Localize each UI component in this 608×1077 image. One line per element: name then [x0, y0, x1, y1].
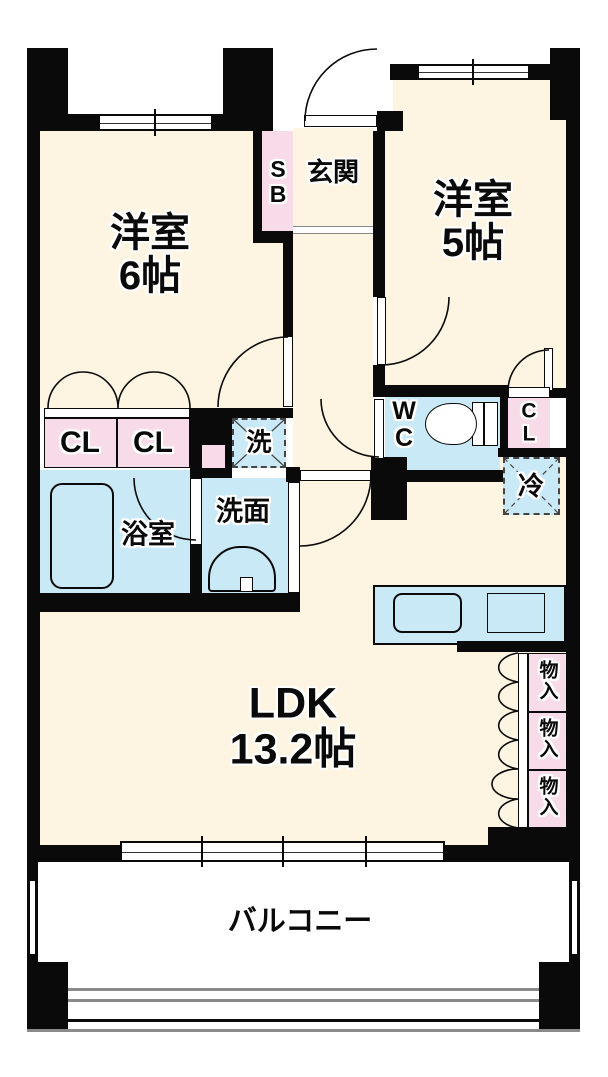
wall [373, 385, 508, 397]
balcony-label: バルコニー [227, 905, 373, 938]
closet-row-track [44, 408, 190, 418]
bathtub [50, 483, 114, 589]
storage-divider-1 [528, 711, 570, 713]
wall [27, 593, 300, 612]
wall-left-outer [27, 118, 40, 862]
bathroom-door-opening [190, 478, 202, 545]
wall [500, 385, 508, 448]
wall [373, 470, 510, 482]
room-label-entrance: 玄関 [306, 156, 360, 187]
wall [530, 64, 550, 80]
storage-label-2: 物 入 [539, 718, 559, 760]
wall [27, 114, 98, 131]
window-tick [154, 109, 156, 136]
closet-row-divider [116, 418, 118, 468]
western6-door-slab [283, 336, 293, 407]
entrance-door-arc [304, 48, 378, 122]
washroom-door [288, 482, 300, 593]
wall [190, 545, 202, 593]
wall-right-outer [566, 80, 580, 862]
wall [190, 445, 202, 478]
wall [550, 388, 566, 398]
balcony-rail-line [68, 988, 539, 991]
room-western6-floor-ext [253, 243, 283, 408]
wall [373, 131, 385, 297]
wall [190, 418, 232, 445]
balcony-pillar-right [539, 962, 580, 1032]
wall [445, 845, 488, 862]
closet5jo-label: C L [521, 399, 537, 445]
wall [225, 445, 232, 478]
balcony-bottom-edge [27, 1029, 580, 1032]
wall [190, 408, 293, 418]
shoe-box-label: S B [269, 156, 287, 207]
closet5jo-door-slab [544, 348, 553, 391]
western5-door-slab [377, 297, 386, 365]
entrance-step [293, 226, 373, 234]
kitchen-stove [487, 593, 545, 633]
toilet-tank-line [483, 402, 485, 446]
wall [377, 111, 403, 131]
room-western5-floor [393, 80, 566, 135]
room-label-bathroom: 浴室 [121, 519, 175, 550]
wall [498, 448, 580, 457]
wall [27, 845, 120, 862]
washbasin-tap [240, 577, 253, 592]
balcony-window-slot-left [29, 880, 36, 955]
room-label-ldk: LDK 13.2帖 [229, 679, 357, 774]
window-tick [472, 59, 474, 85]
wall [202, 468, 232, 478]
window-tick [201, 836, 203, 867]
wall [253, 131, 262, 243]
closet5jo-opening [508, 387, 550, 398]
storage-divider-2 [528, 769, 570, 771]
kitchen-sink [393, 593, 462, 633]
room-label-washroom: 洗面 [216, 496, 270, 527]
shoe-box [262, 131, 293, 232]
washer-label: 洗 [246, 428, 272, 457]
closet-label-b: CL [133, 425, 173, 459]
window-tick [282, 836, 284, 867]
storage-column [528, 653, 570, 828]
closet-label-a: CL [60, 425, 100, 459]
window-tick [365, 836, 367, 867]
storage-door-track [518, 653, 528, 828]
toilet-bowl [425, 403, 477, 445]
balcony-window-slot-right [571, 880, 578, 955]
ldk-door-slab [300, 470, 371, 481]
wall [283, 243, 293, 336]
wall [457, 641, 566, 652]
room-label-western5: 洋室 5帖 [433, 177, 513, 265]
room-label-western6: 洋室 6帖 [110, 210, 190, 298]
wall [390, 64, 417, 80]
balcony-rail-line-dark [68, 1019, 539, 1022]
wall [262, 232, 293, 243]
closet-5jo [508, 398, 550, 448]
balcony-pillar-left [27, 962, 68, 1032]
storage-label-3: 物 入 [539, 776, 559, 818]
fridge-label: 冷 [517, 470, 545, 501]
storage-label-1: 物 入 [539, 660, 559, 702]
balcony-rail-line [68, 999, 539, 1002]
wall [223, 48, 273, 131]
entrance-door-slab [304, 115, 377, 127]
wc-door-slab [374, 399, 384, 459]
wall [488, 827, 580, 862]
wall [286, 467, 300, 482]
wall [371, 457, 407, 520]
small-shelf [202, 445, 225, 468]
wc-label: W C [392, 397, 416, 452]
